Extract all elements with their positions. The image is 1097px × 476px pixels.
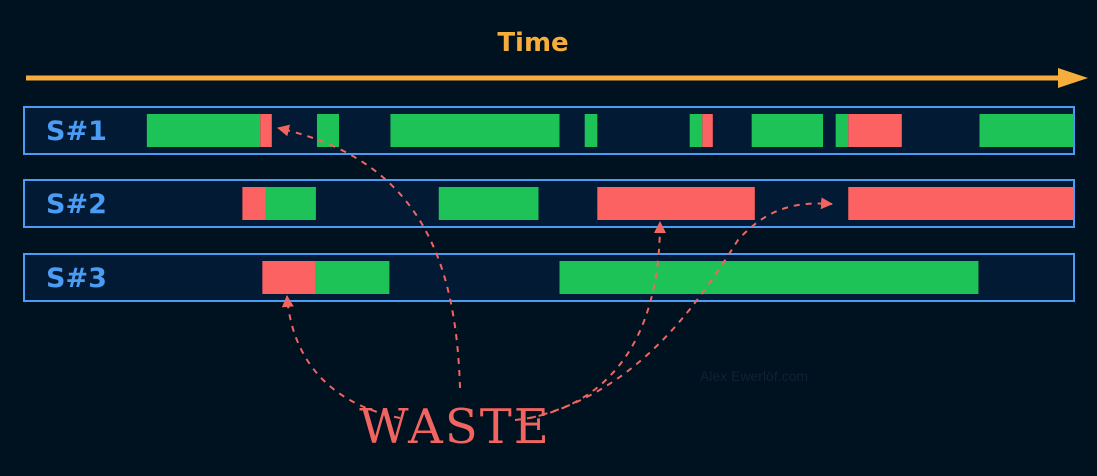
- time-axis: Time: [26, 28, 1088, 88]
- busy-segment: [979, 114, 1074, 147]
- busy-segment: [315, 261, 390, 294]
- server-lanes: S#1S#2S#3: [23, 106, 1075, 302]
- waste-segment: [597, 187, 755, 220]
- waste-segment: [262, 261, 316, 294]
- busy-segment: [751, 114, 824, 147]
- waste-segment: [260, 114, 272, 147]
- busy-segment: [559, 261, 979, 294]
- busy-segment: [390, 114, 560, 147]
- busy-segment: [316, 114, 339, 147]
- arrow-to-s2-waste-middle: [514, 221, 666, 421]
- credit-text: Alex Ewerlöf.com: [700, 368, 808, 384]
- time-axis-arrowhead: [1058, 68, 1088, 88]
- arrow-to-s1-waste: [277, 124, 461, 389]
- lane-label: S#2: [46, 189, 107, 220]
- waste-segment: [848, 187, 1074, 220]
- lane-1: S#1: [23, 106, 1075, 155]
- lane-3: S#3: [23, 253, 1075, 302]
- busy-segment: [584, 114, 598, 147]
- time-axis-label: Time: [497, 28, 568, 58]
- waste-segment: [702, 114, 713, 147]
- busy-segment: [835, 114, 849, 147]
- waste-annotation-arrows: [277, 124, 833, 421]
- waste-segment: [848, 114, 902, 147]
- busy-segment: [689, 114, 703, 147]
- lane-label: S#1: [46, 116, 107, 147]
- arrow-to-s3-waste: [281, 295, 401, 419]
- lane-2: S#2: [23, 179, 1075, 228]
- busy-segment: [438, 187, 539, 220]
- arrow-to-s2-waste-end: [529, 197, 833, 419]
- waste-label: WASTE: [359, 399, 551, 455]
- waste-segment: [242, 187, 266, 220]
- busy-segment: [146, 114, 261, 147]
- lane-label: S#3: [46, 263, 107, 294]
- busy-segment: [265, 187, 316, 220]
